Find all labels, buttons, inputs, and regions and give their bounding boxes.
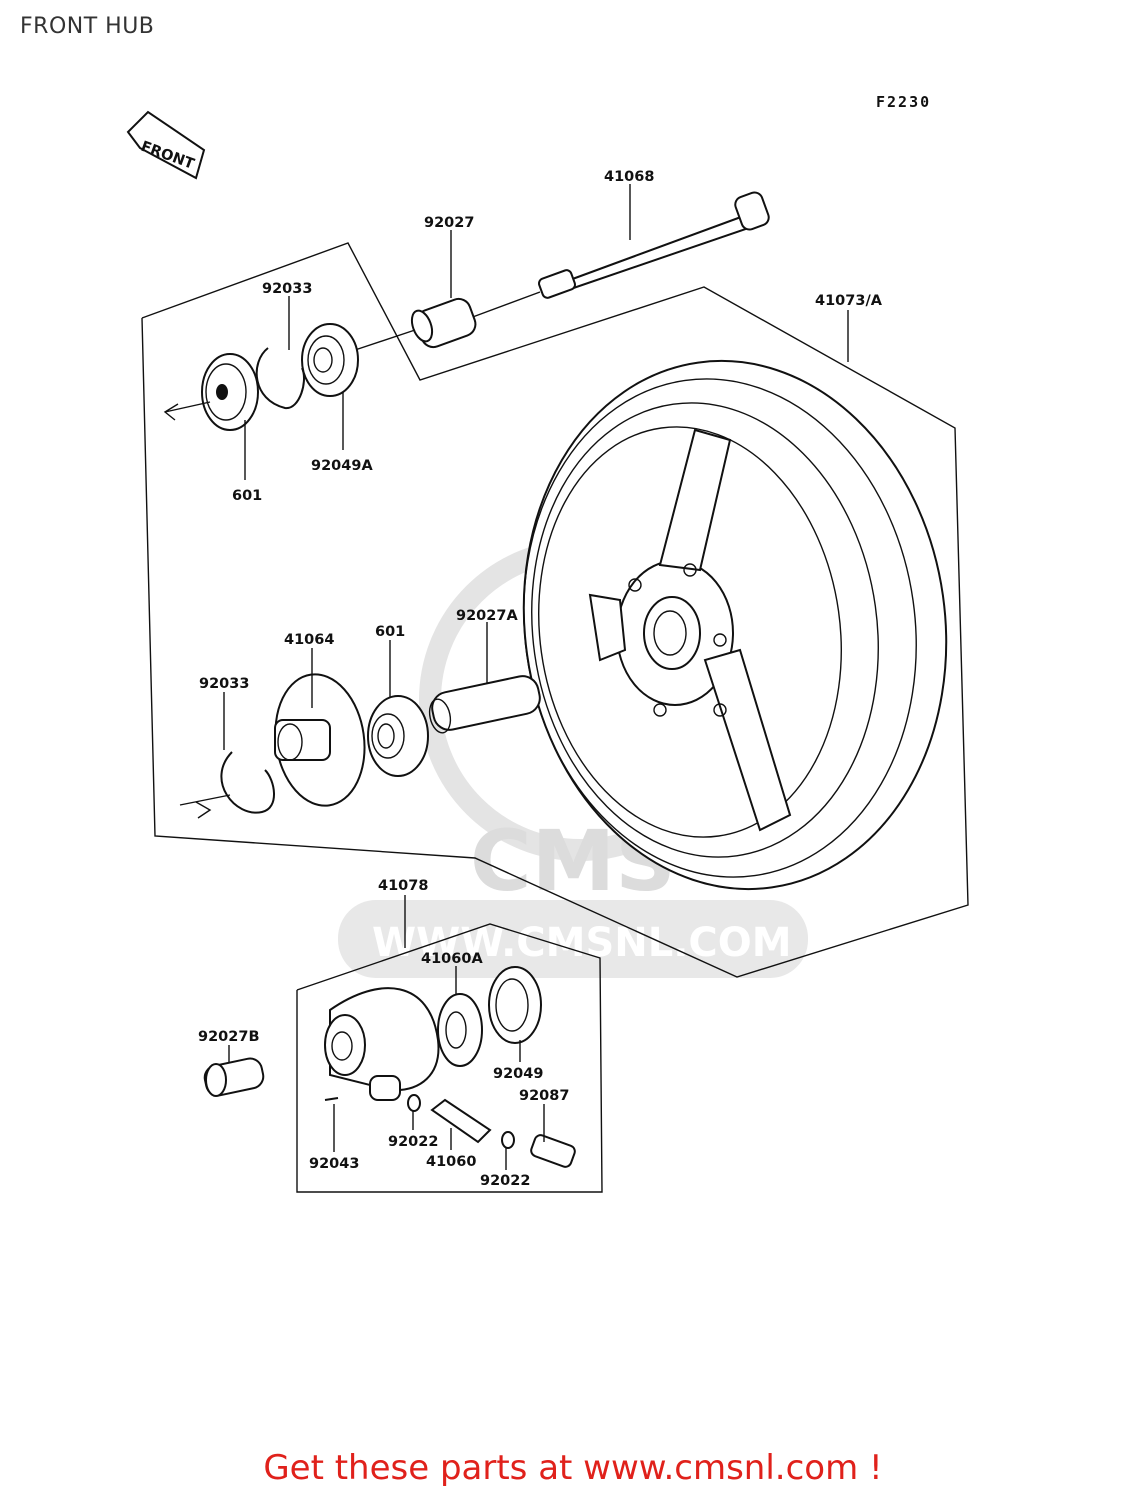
pinion-41060 [430,1098,492,1144]
part-label-92022-a: 92022 [388,1134,438,1150]
part-label-41060: 41060 [426,1154,476,1170]
part-label-92033-top: 92033 [262,281,312,297]
part-label-92087: 92087 [519,1088,569,1104]
part-label-92033-mid: 92033 [199,676,249,692]
front-direction-arrow: FRONT [126,110,206,180]
collar-92027 [354,297,477,351]
bushing-92087 [530,1134,576,1168]
figure-code: F2230 [876,93,931,111]
page-title: FRONT HUB [20,14,155,39]
grease-seal-92049A [301,323,359,397]
watermark-site-text: WWW.CMSNL.COM [372,920,792,966]
bearing-601-mid [367,695,429,777]
distance-collar-92027A [428,675,541,734]
speedometer-gear-41060A [437,993,483,1067]
watermark: CMS WWW.CMSNL.COM [338,539,808,978]
part-label-92027A: 92027A [456,608,518,624]
collar-92027B [203,1057,265,1097]
front-axle [469,191,770,319]
watermark-banner [338,900,808,978]
front-hub-exploded-diagram: CMS WWW.CMSNL.COM F2230 FRONT [126,93,969,1193]
washer-92022-a [407,1094,421,1112]
speedometer-drive-plate-41064 [274,673,366,807]
part-label-41060A: 41060A [421,951,483,967]
part-label-92027: 92027 [424,215,474,231]
footer-parts-link[interactable]: Get these parts at www.cmsnl.com ! [263,1448,883,1488]
part-label-41073A: 41073/A [815,293,883,309]
part-label-41078: 41078 [378,878,428,894]
part-label-92049: 92049 [493,1066,543,1082]
leader-lines [223,184,849,1170]
part-label-92022-b: 92022 [480,1173,530,1189]
part-labels: 41068 92027 92033 41073/A 601 92049A 410… [198,169,883,1189]
wheel-assembly-outline [141,242,969,978]
front-wheel [522,359,948,891]
speedometer-gearbox-outline [296,923,603,1193]
pin-92043 [324,1097,339,1101]
part-label-601-top: 601 [232,488,262,504]
speedometer-gear-housing-41078 [324,987,440,1101]
part-label-92027B: 92027B [198,1029,260,1045]
part-label-601-mid: 601 [375,624,405,640]
bearing-601-top [163,353,259,431]
part-label-92049A: 92049A [311,458,373,474]
part-label-92043: 92043 [309,1156,359,1172]
part-label-41068: 41068 [604,169,654,185]
circlip-92033-mid [179,751,275,819]
washer-92022-b [501,1131,515,1149]
part-label-41064: 41064 [284,632,334,648]
grease-seal-92049 [488,966,542,1044]
circlip-92033-top [255,347,305,409]
